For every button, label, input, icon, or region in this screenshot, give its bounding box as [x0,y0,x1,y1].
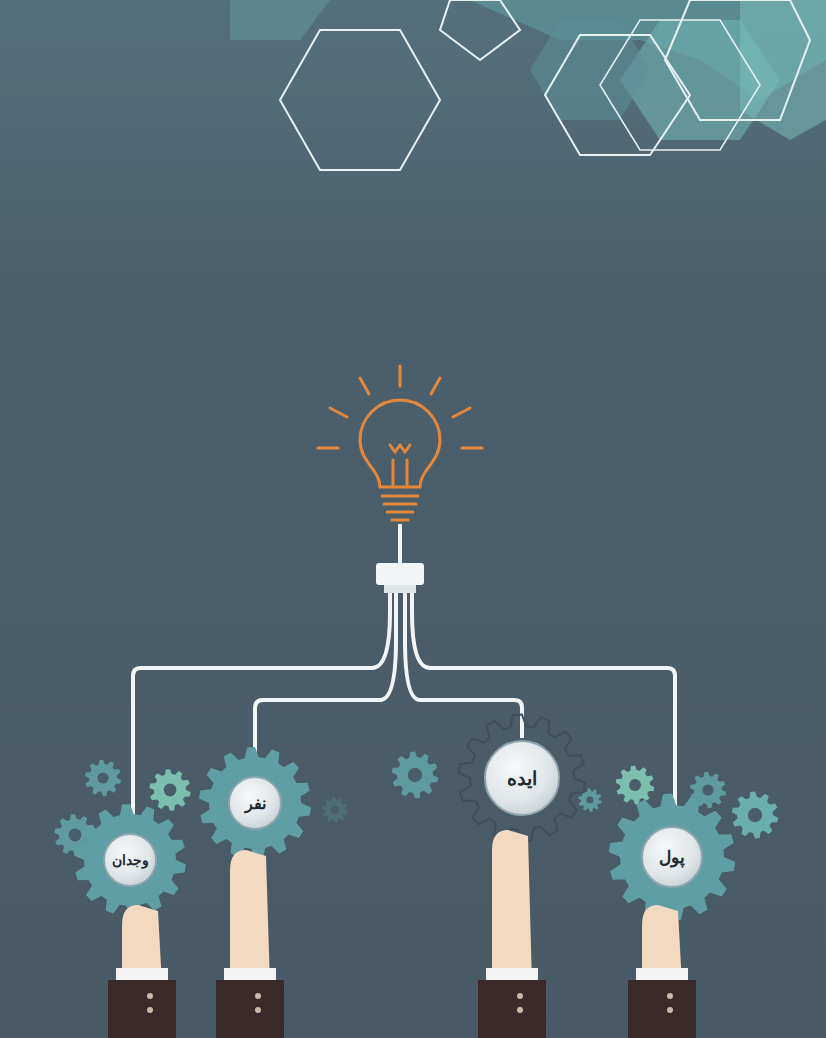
gear-group [54,715,778,921]
gear-hole [702,784,713,795]
gear [199,747,311,859]
gear-label: پول [659,847,685,867]
gear [609,794,735,921]
gear-hole [97,772,108,783]
hand [628,905,696,1038]
gear-label: وجدان [112,852,149,868]
hand [108,905,176,1038]
small-gear [732,792,779,839]
wire-connector [376,563,424,585]
gear-label: ایده [507,767,537,789]
gear-hole [629,779,641,791]
gear-hole [69,829,82,842]
hexagon-pattern [230,0,826,170]
gear-label-circle: ایده [484,740,560,816]
small-gear [85,760,121,796]
light-bulb [318,366,482,520]
wire-connector [384,585,416,593]
small-gear [322,797,348,823]
gear [459,715,585,842]
gear [74,804,186,916]
gear-hole [748,808,762,822]
gear-label-circle: وجدان [103,833,157,887]
hand [216,850,284,1038]
gear-hole [331,806,339,814]
small-gear [392,752,439,799]
gear-label: نفر [245,794,266,813]
gear-label-circle: پول [641,826,703,888]
gear-hole [408,768,422,782]
small-gear [149,769,190,811]
gear-label-circle: نفر [228,776,282,830]
hand [478,830,546,1038]
gear-hole [586,796,593,803]
gear-hole [164,784,177,797]
small-gear [616,766,655,805]
hand-group [108,830,696,1038]
